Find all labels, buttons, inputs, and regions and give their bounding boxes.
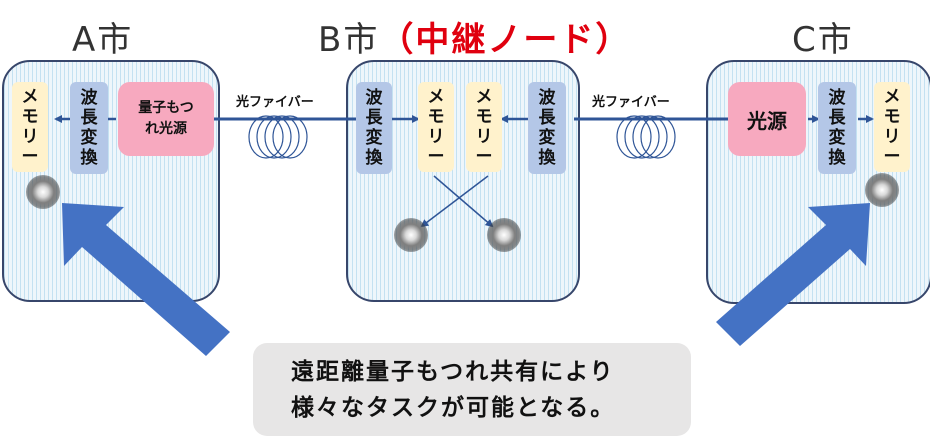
summary-line2: 様々なタスクが可能となる。 xyxy=(291,394,616,421)
wavelength-converter-b-left: 波長変換 xyxy=(356,82,392,174)
city-b-name: B市 xyxy=(318,20,380,60)
entangled-source-line2: れ光源 xyxy=(145,121,187,137)
entangled-source-line1: 量子もつ xyxy=(138,100,194,116)
fiber-coil-bc xyxy=(616,115,676,159)
light-source: 光源 xyxy=(728,82,806,156)
big-arrow-right xyxy=(716,203,870,346)
city-c-label: C市 xyxy=(792,20,854,60)
entangled-photon-source: 量子もつ れ光源 xyxy=(118,82,214,156)
wavelength-converter-c: 波長変換 xyxy=(818,82,856,174)
memory-c: メモリー xyxy=(874,82,910,172)
cross-arrow-right xyxy=(433,175,494,228)
qubit-a xyxy=(26,175,60,209)
memory-a: メモリー xyxy=(12,82,48,172)
cross-arrow-left xyxy=(420,175,489,228)
qubit-c xyxy=(865,173,899,207)
memory-b-right: メモリー xyxy=(466,82,502,172)
city-a-label: A市 xyxy=(72,20,134,60)
summary-message: 遠距離量子もつれ共有により 様々なタスクが可能となる。 xyxy=(253,343,691,436)
big-arrow-left xyxy=(62,203,230,356)
fiber-coil-ab xyxy=(248,115,308,159)
relay-node-label: （中継ノード） xyxy=(379,20,632,60)
city-b-label: B市（中継ノード） xyxy=(318,12,631,61)
light-source-label: 光源 xyxy=(747,108,787,133)
wavelength-converter-b-right: 波長変換 xyxy=(528,82,566,174)
qubit-b-left xyxy=(394,218,428,252)
qubit-b-right xyxy=(487,218,521,252)
fiber-label-ab: 光ファイバー xyxy=(236,95,314,110)
summary-line1: 遠距離量子もつれ共有により xyxy=(291,358,615,385)
fiber-label-bc: 光ファイバー xyxy=(592,95,670,110)
wavelength-converter-a: 波長変換 xyxy=(70,82,108,174)
memory-b-left: メモリー xyxy=(418,82,454,172)
